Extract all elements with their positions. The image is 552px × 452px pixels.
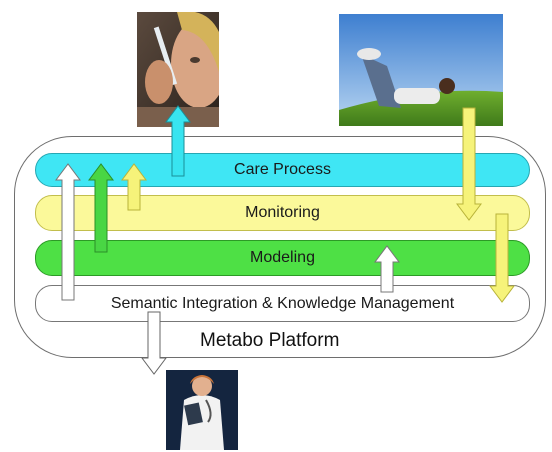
care-process-layer: Care Process [35,153,530,187]
semantic-integration-layer: Semantic Integration & Knowledge Managem… [35,285,530,322]
modeling-layer: Modeling [35,240,530,276]
doctor-with-clipboard-photo [166,370,238,450]
monitoring-layer: Monitoring [35,195,530,231]
person-lying-on-grass-photo [339,14,503,126]
platform-label: Metabo Platform [200,330,340,351]
nurse-with-syringe-photo [137,12,219,127]
modeling-label: Modeling [250,249,315,266]
semantic-integration-label: Semantic Integration & Knowledge Managem… [110,294,455,312]
care-process-label: Care Process [234,161,331,178]
monitoring-label: Monitoring [245,204,320,221]
